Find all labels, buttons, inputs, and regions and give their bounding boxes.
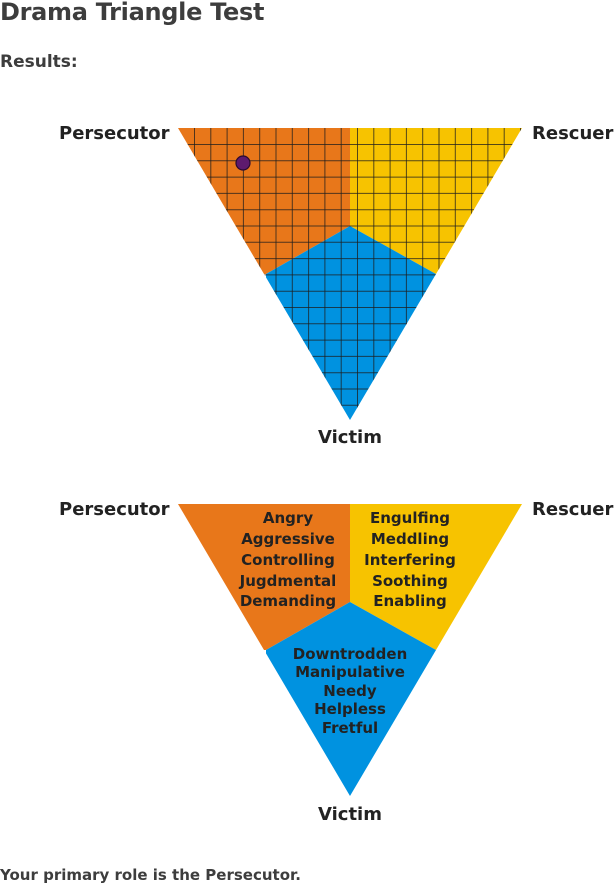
persecutor-label: Persecutor xyxy=(59,123,170,144)
results-heading: Results: xyxy=(0,52,78,72)
rescuer-trait: Engulfing xyxy=(370,509,450,527)
persecutor-trait: Angry xyxy=(263,509,313,527)
result-marker xyxy=(235,155,251,171)
rescuer-label: Rescuer xyxy=(532,123,614,144)
victim-trait: Downtrodden xyxy=(293,645,408,663)
persecutor-trait: Controlling xyxy=(241,551,335,569)
rescuer-trait: Soothing xyxy=(372,572,448,590)
legend-triangle: Angry Aggressive Controlling Jugdmental … xyxy=(178,504,522,796)
victim-trait: Helpless xyxy=(314,700,386,718)
persecutor-label-2: Persecutor xyxy=(59,499,170,520)
victim-label: Victim xyxy=(318,427,382,448)
result-triangle xyxy=(178,128,522,420)
persecutor-trait: Jugdmental xyxy=(239,572,337,590)
rescuer-trait: Interfering xyxy=(364,551,456,569)
victim-label-2: Victim xyxy=(318,804,382,825)
rescuer-label-2: Rescuer xyxy=(532,499,614,520)
victim-trait: Fretful xyxy=(322,719,378,737)
victim-trait: Manipulative xyxy=(295,663,405,681)
persecutor-trait: Demanding xyxy=(240,592,336,610)
persecutor-trait: Aggressive xyxy=(241,530,335,548)
rescuer-trait: Enabling xyxy=(373,592,446,610)
result-text: Your primary role is the Persecutor. xyxy=(0,866,301,884)
page-title: Drama Triangle Test xyxy=(0,0,265,26)
rescuer-trait: Meddling xyxy=(371,530,449,548)
victim-trait: Needy xyxy=(323,682,377,700)
